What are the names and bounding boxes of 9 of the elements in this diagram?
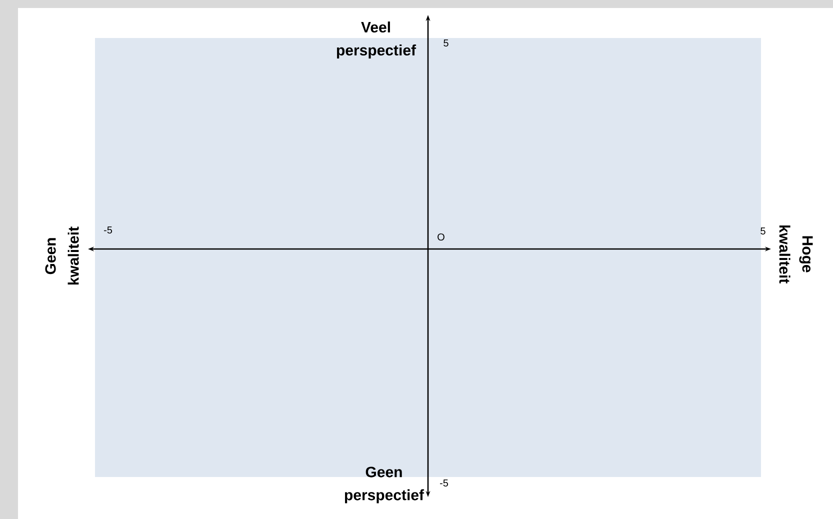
- axis-title: Geen perspectief: [344, 466, 424, 504]
- tick-label: -5: [440, 480, 448, 486]
- axis-title: Veel perspectief: [336, 22, 416, 58]
- tick-label: -5: [104, 226, 112, 234]
- tick-label: 5: [760, 228, 766, 234]
- axis-title: Hoge kwaliteit: [779, 225, 813, 284]
- tick-label: 5: [444, 40, 448, 46]
- origin-label: O: [438, 233, 444, 241]
- axis-title: Geen kwaliteit: [45, 226, 79, 285]
